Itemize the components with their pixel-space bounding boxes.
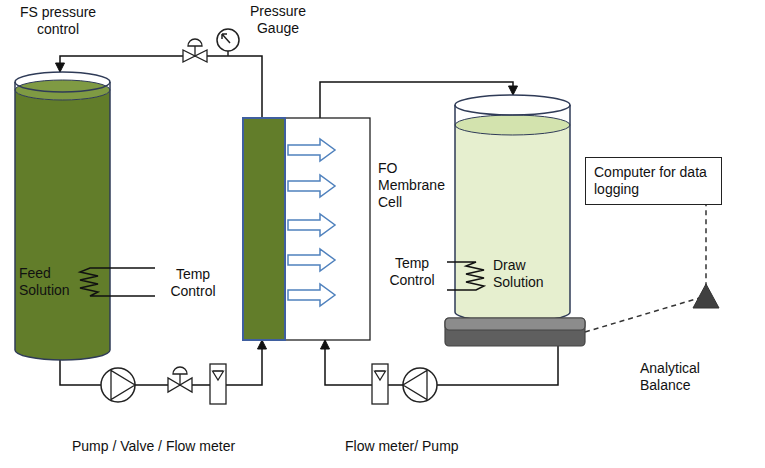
tank-rim [455, 95, 570, 115]
computer-box: Computer for data logging [585, 157, 722, 205]
tank-wall [15, 82, 110, 360]
pump-triangle [111, 371, 135, 400]
gauge-needle [222, 34, 230, 43]
gauge-dial [217, 29, 239, 51]
liquid [15, 90, 110, 360]
part-label: Pump / Valve / Flow meter [72, 438, 235, 455]
valve-actuator [188, 39, 202, 46]
node-label: Draw Solution [493, 257, 555, 291]
flow-meter-float [375, 371, 386, 380]
connector-path [320, 82, 513, 118]
liquid-surface [15, 80, 110, 100]
part-label: FS pressure control [12, 4, 104, 38]
feed-pump [101, 368, 135, 402]
analytical-balance-outline [445, 318, 585, 346]
balance-base [445, 318, 585, 346]
heater-coil [447, 262, 484, 290]
heater-coil [447, 262, 484, 290]
pump-casing [101, 368, 135, 402]
tank-rim [15, 72, 110, 92]
valve-body [183, 50, 195, 62]
valve-body [195, 50, 207, 62]
analytical-balance: Analytical Balance [445, 318, 585, 346]
water-flux-arrow [288, 139, 335, 161]
flow-line [320, 82, 518, 118]
feed-tank: Feed Solution [15, 72, 110, 360]
connector-path [585, 205, 706, 332]
arrow-head [258, 340, 267, 349]
pressure-gauge [217, 29, 239, 56]
membrane-cell: FO Membrane Cell [243, 118, 370, 340]
flow-meter-mark [213, 370, 223, 371]
valve-body [168, 378, 180, 392]
valve-stem [179, 374, 180, 385]
water-flux-arrow [288, 284, 335, 306]
node-label: Computer for data logging [594, 164, 713, 198]
valve-stem [194, 46, 195, 56]
valve-actuator [173, 367, 187, 374]
feed-valve [168, 367, 192, 392]
part-label: Temp Control [163, 266, 223, 300]
pressure-valve [183, 39, 207, 62]
node-label: Feed Solution [19, 265, 81, 299]
heater-coil [80, 268, 155, 296]
node-label: Analytical Balance [640, 360, 725, 394]
part-label: Temp Control [383, 255, 441, 289]
liquid [455, 125, 570, 322]
feed-flow-meter [210, 364, 226, 404]
water-flux-arrow [288, 214, 335, 236]
flow-meter-body [372, 364, 388, 404]
part-label: Pressure Gauge [243, 3, 313, 37]
liquid-surface [455, 115, 570, 135]
flow-meter-float [213, 371, 224, 380]
heater-coil [80, 268, 155, 296]
pump-triangle [403, 371, 427, 400]
arrow-head [56, 63, 65, 72]
valve-body [180, 378, 192, 392]
feed-channel [243, 118, 285, 340]
pump-casing [403, 368, 437, 402]
membrane-cell-outline [243, 118, 370, 340]
flow-meter-mark [375, 370, 385, 371]
arrow-head [509, 86, 518, 95]
draw-flow-meter [372, 364, 388, 404]
water-flux-arrow [288, 249, 335, 271]
signal-line [585, 205, 706, 332]
draw-pump [403, 368, 437, 402]
arrow-head [321, 340, 330, 349]
signal-connector [693, 284, 719, 308]
draw-tank: Draw Solution [455, 95, 570, 322]
water-flux-arrow [288, 175, 335, 197]
draw-channel [285, 118, 370, 340]
flow-meter-body [210, 364, 226, 404]
balance-pan [445, 318, 585, 330]
feed-tank-outline [15, 72, 110, 360]
part-label: Flow meter/ Pump [345, 438, 459, 455]
node-label: FO Membrane Cell [378, 160, 450, 211]
